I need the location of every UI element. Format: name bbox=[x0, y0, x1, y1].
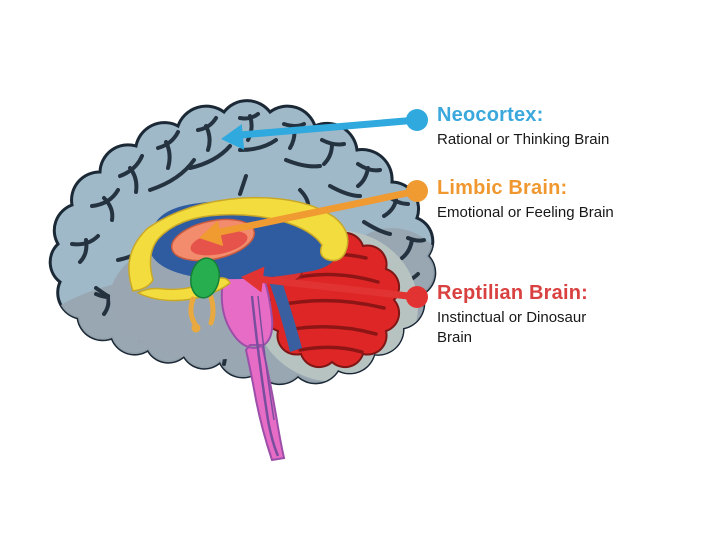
hypothalamus-stalk bbox=[188, 294, 216, 333]
reptilian-pointer bbox=[241, 266, 428, 308]
limbic-pointer bbox=[199, 180, 428, 247]
neocortex-pointer bbox=[221, 109, 428, 150]
brainstem-shape bbox=[220, 257, 286, 462]
limbic-title: Limbic Brain: bbox=[437, 177, 568, 199]
reptilian-label: Reptilian Brain: Instinctual or Dinosaur… bbox=[437, 282, 615, 347]
fourth-ventricle-shape bbox=[264, 264, 302, 352]
neocortex-title: Neocortex: bbox=[437, 104, 544, 126]
limbic-label: Limbic Brain: Emotional or Feeling Brain bbox=[437, 177, 672, 223]
neocortex-description: Rational or Thinking Brain bbox=[437, 131, 610, 148]
amygdala-shape bbox=[190, 257, 220, 299]
limbic-description: Emotional or Feeling Brain bbox=[437, 204, 614, 221]
reptilian-title: Reptilian Brain: bbox=[437, 282, 588, 304]
reptilian-description: Instinctual or Dinosaur Brain bbox=[437, 309, 587, 346]
neocortex-label: Neocortex: Rational or Thinking Brain bbox=[437, 104, 672, 150]
